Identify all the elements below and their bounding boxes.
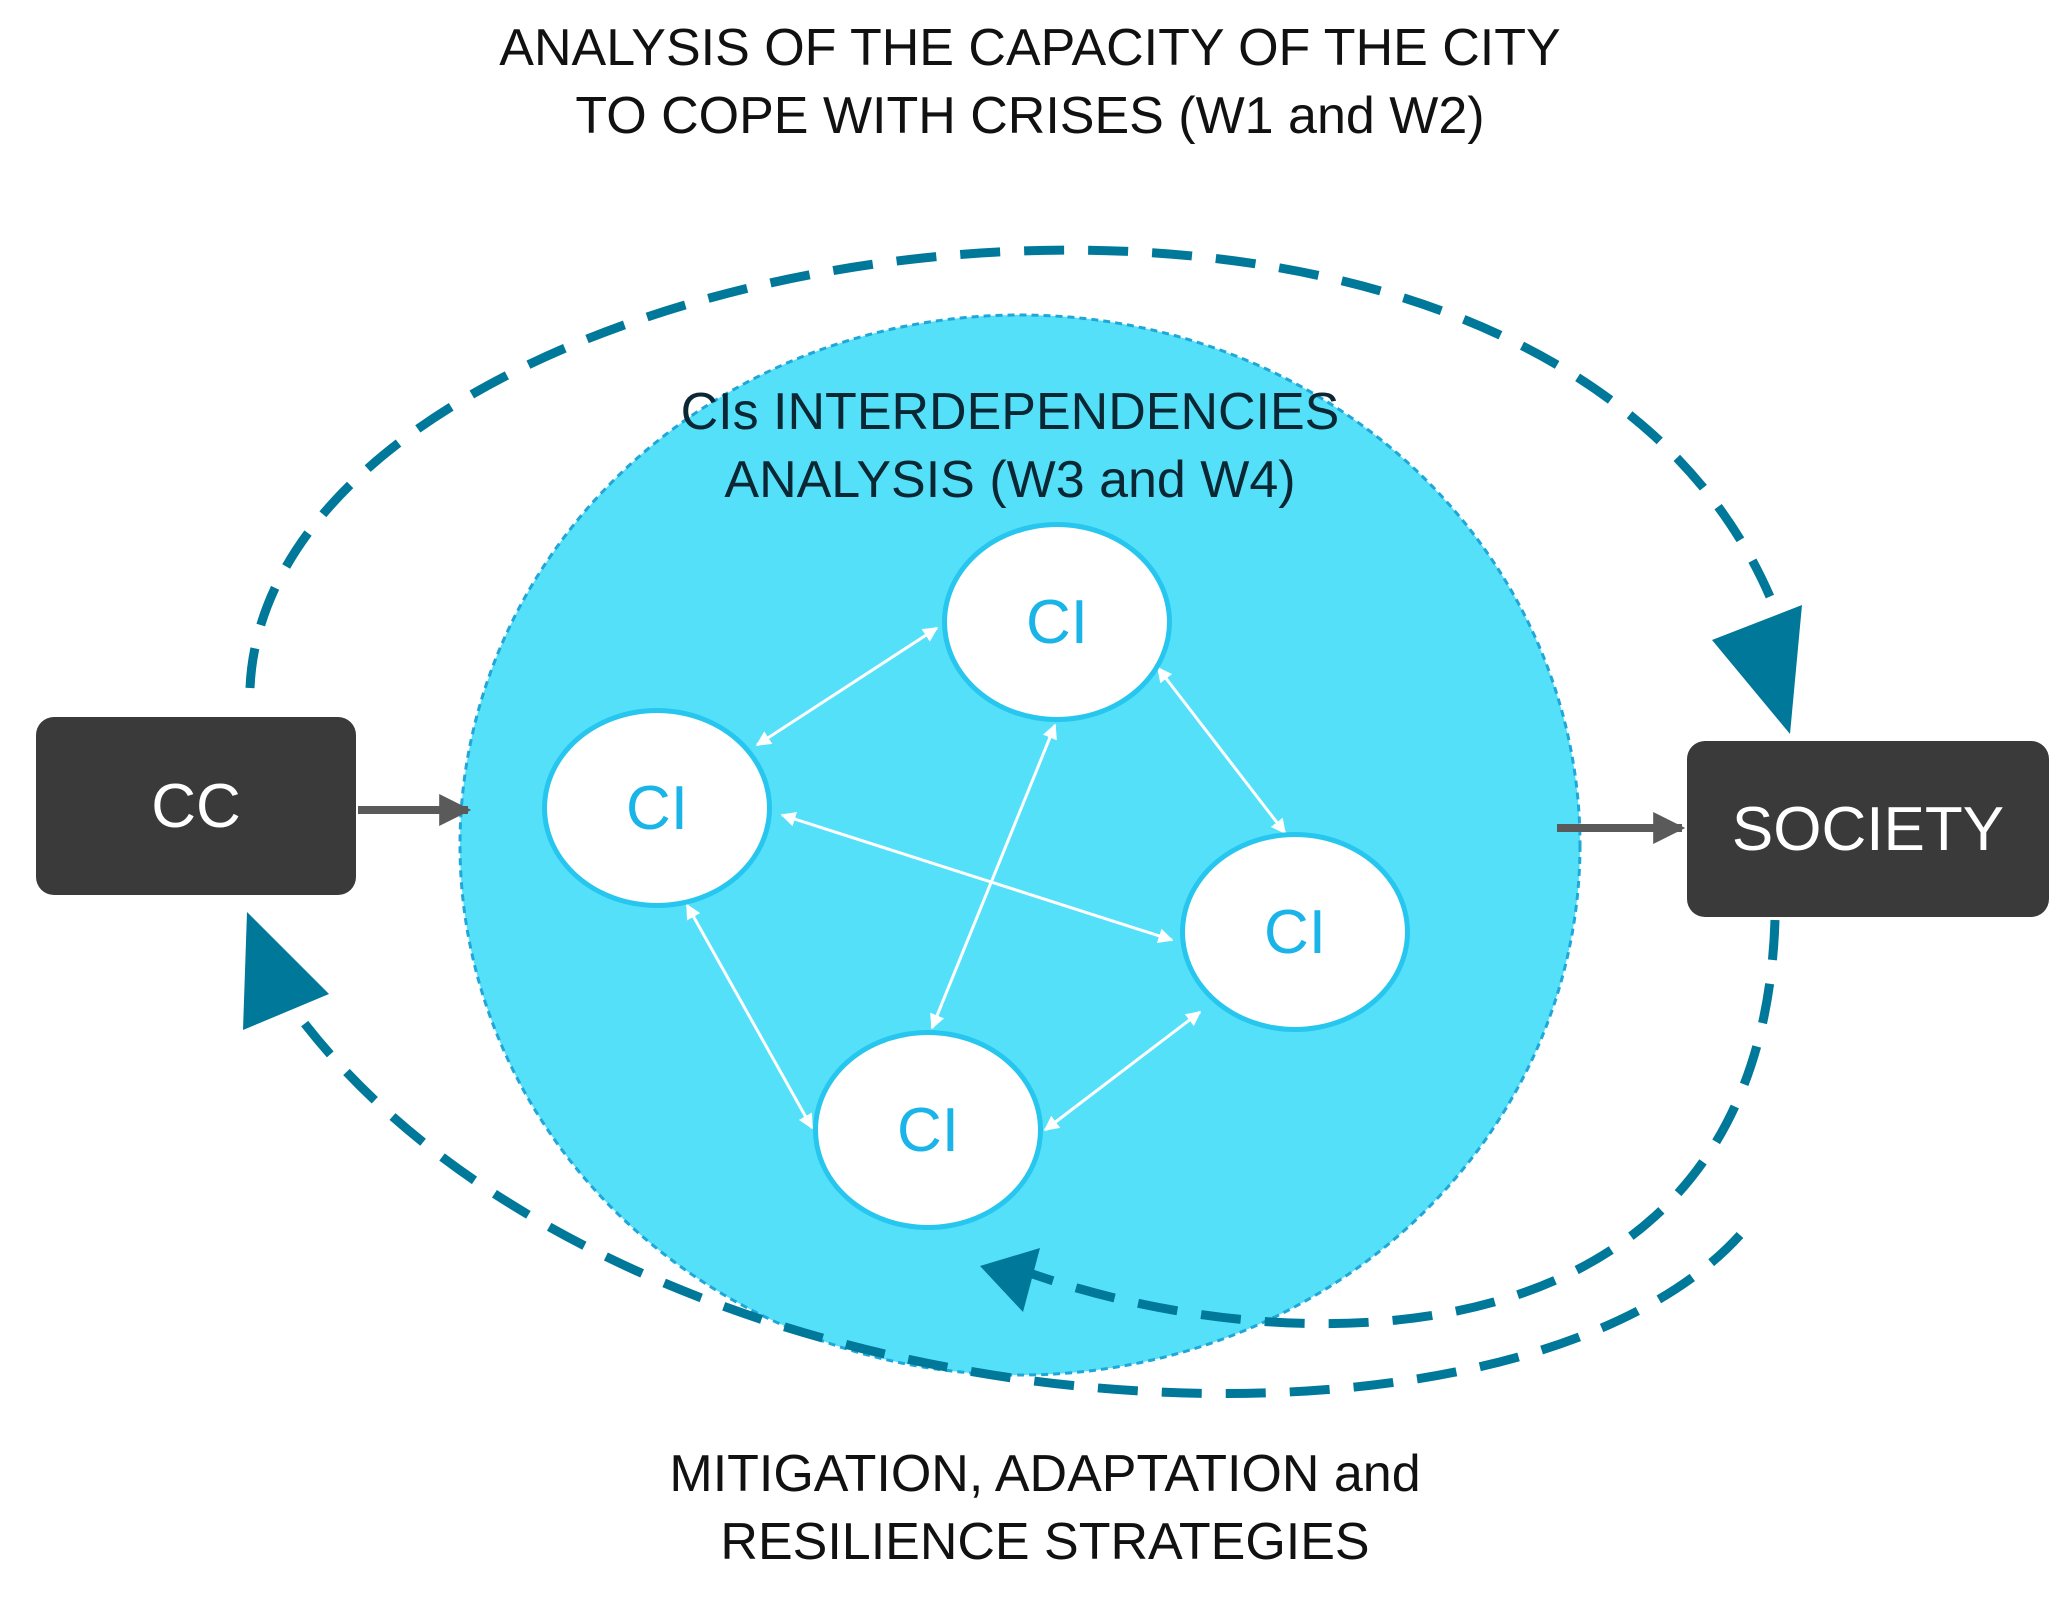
inner-caption: CIs INTERDEPENDENCIES ANALYSIS (W3 and W… [620, 378, 1400, 514]
strategies-loop-bottom [998, 919, 1780, 1329]
ci-link-bottom-right [1043, 1010, 1202, 1132]
ci-node-right: CI [1180, 832, 1410, 1032]
ci-link-top-bottom [930, 723, 1057, 1030]
ci-link-left-top [755, 626, 939, 747]
cc-box: CC [36, 717, 356, 895]
bottom-caption: MITIGATION, ADAPTATION and RESILIENCE ST… [545, 1440, 1545, 1576]
ci-node-top: CI [942, 522, 1172, 722]
strategies-loop-bottom-arrowhead [243, 912, 329, 1030]
top-caption-line-2: TO COPE WITH CRISES (W1 and W2) [575, 87, 1485, 145]
analysis-loop-top [245, 245, 1790, 689]
ci-node-left: CI [542, 708, 772, 908]
strategies-loop-bottom-arrowhead-inner [980, 1248, 1040, 1312]
strategies-loop-bottom-outer [283, 997, 1744, 1399]
analysis-loop-top-arrowhead [1712, 605, 1802, 734]
bottom-caption-line-1: MITIGATION, ADAPTATION and [669, 1445, 1421, 1503]
inner-caption-line-2: ANALYSIS (W3 and W4) [724, 451, 1296, 509]
ci-link-left-bottom [685, 903, 814, 1130]
bottom-caption-line-2: RESILIENCE STRATEGIES [720, 1513, 1370, 1571]
ci-node-bottom: CI [813, 1030, 1043, 1230]
inner-caption-line-1: CIs INTERDEPENDENCIES [680, 383, 1340, 441]
top-caption-line-1: ANALYSIS OF THE CAPACITY OF THE CITY [499, 19, 1561, 77]
society-box: SOCIETY [1687, 741, 2049, 917]
top-caption: ANALYSIS OF THE CAPACITY OF THE CITY TO … [480, 14, 1580, 150]
ci-link-top-right [1156, 666, 1287, 835]
